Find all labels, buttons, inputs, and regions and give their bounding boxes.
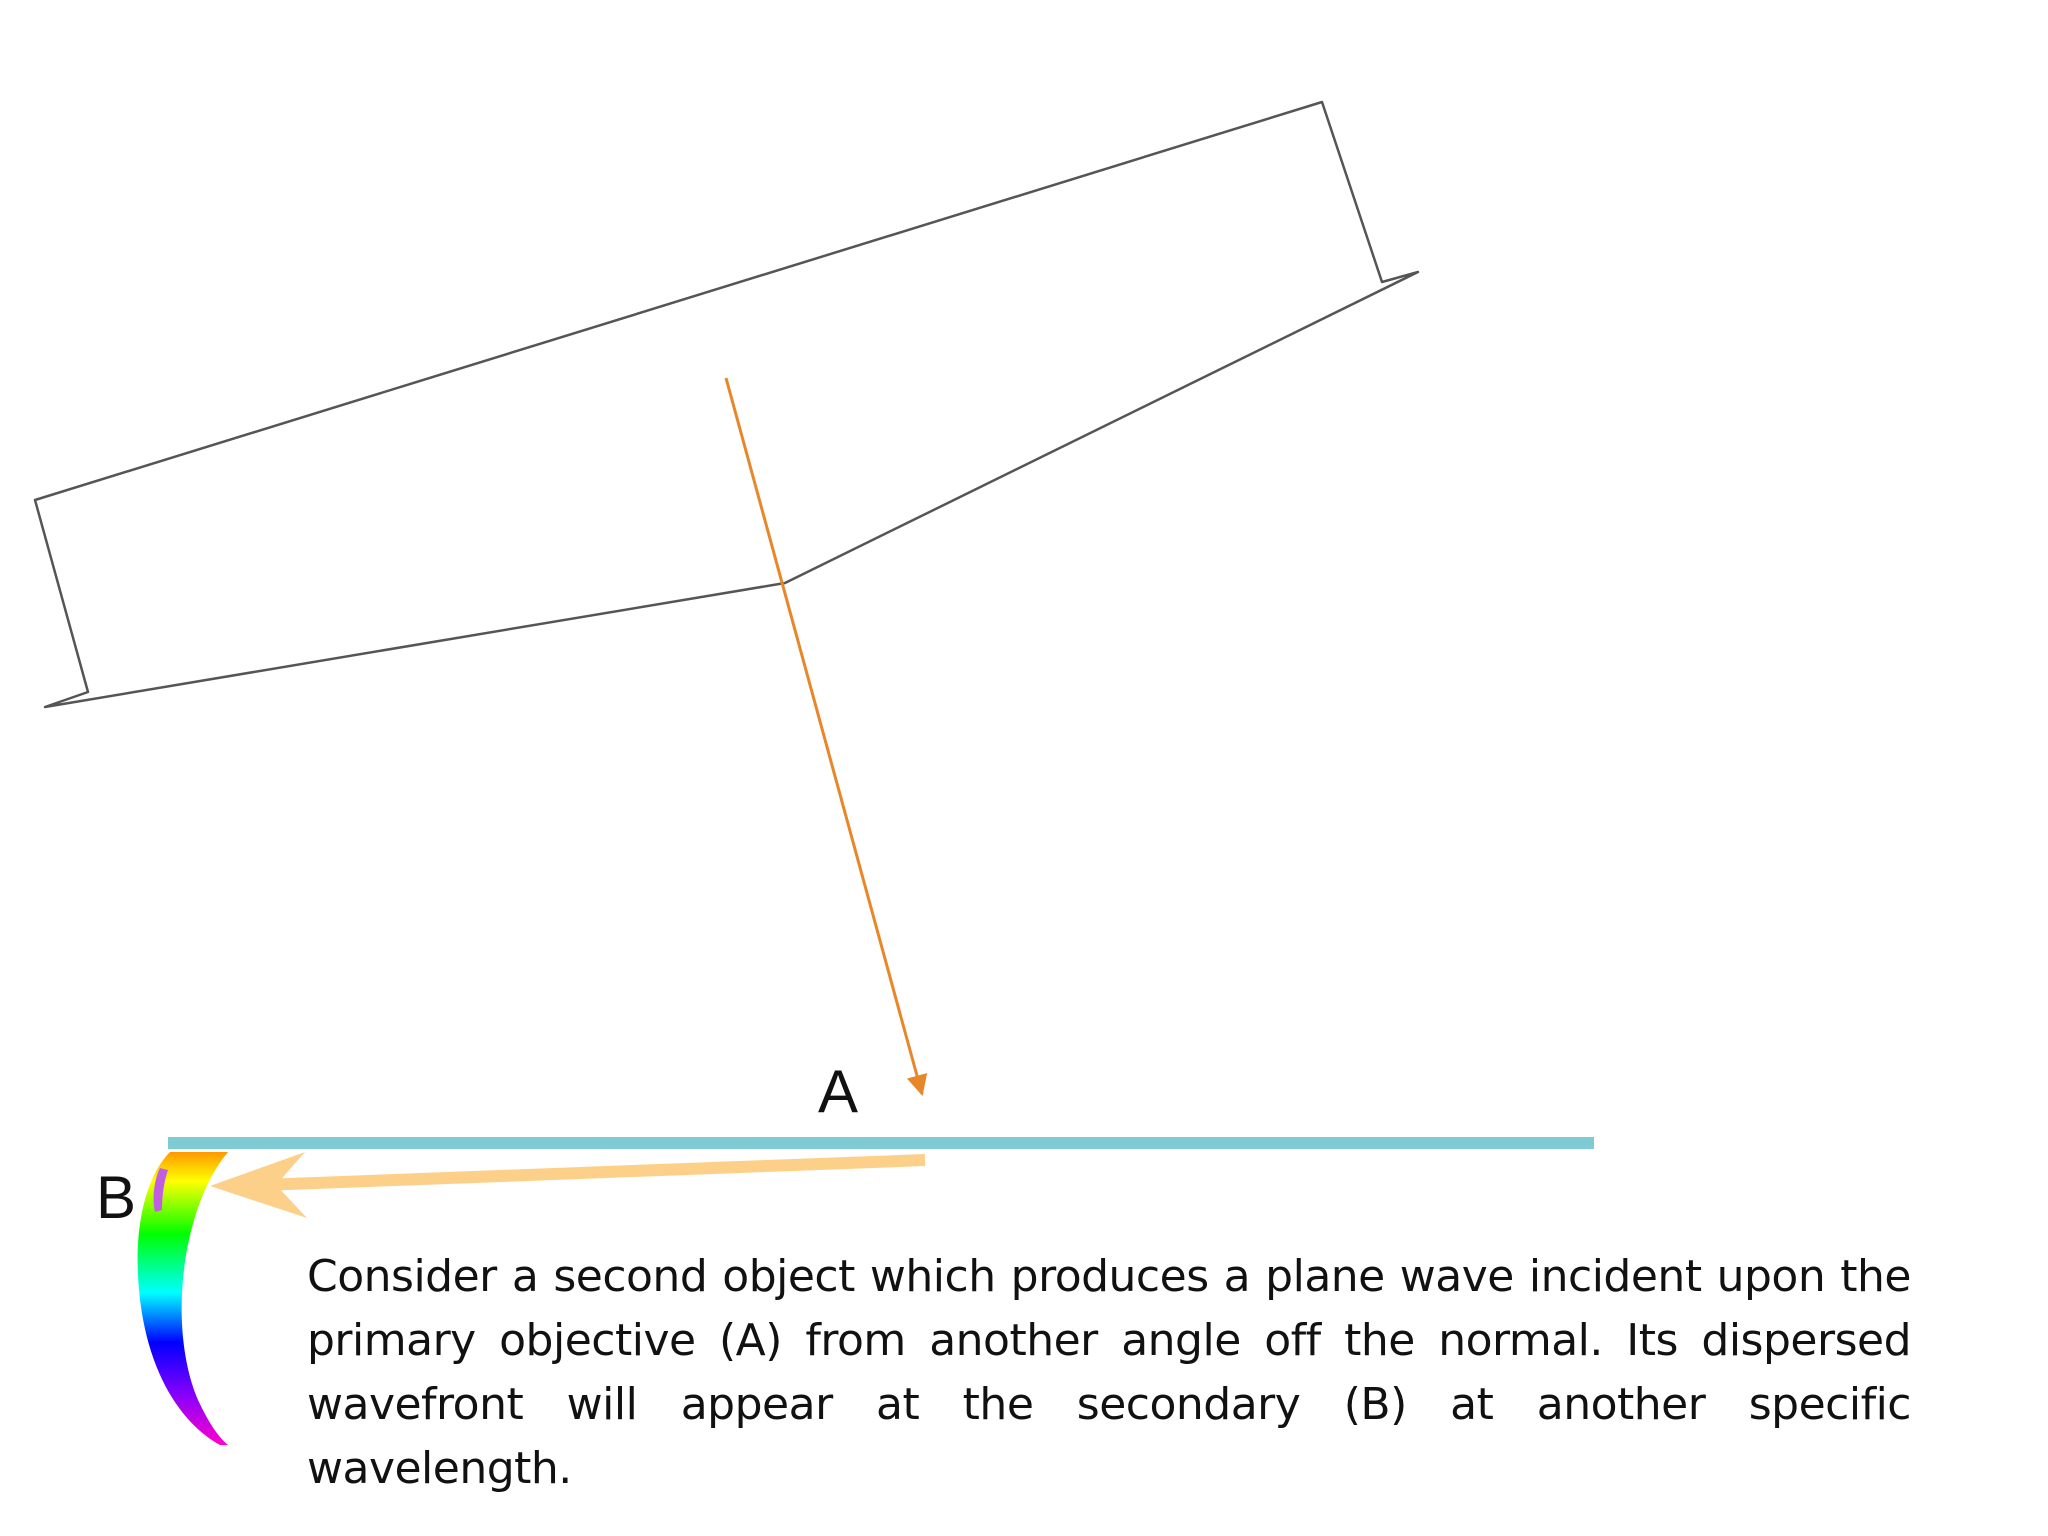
caption-text: Consider a second object which produces … bbox=[307, 1251, 1912, 1494]
label-b: B bbox=[96, 1164, 137, 1231]
dispersed-ray bbox=[261, 1154, 926, 1191]
secondary-spectrum-violet-fleck bbox=[153, 1168, 168, 1212]
primary-objective bbox=[168, 1137, 1594, 1149]
incident-ray bbox=[724, 377, 928, 1097]
dispersed-ray-arrowhead bbox=[210, 1152, 307, 1218]
instrument-outline bbox=[33, 100, 1420, 709]
secondary-spectrum-arc bbox=[137, 1152, 228, 1445]
label-a: A bbox=[818, 1058, 859, 1125]
